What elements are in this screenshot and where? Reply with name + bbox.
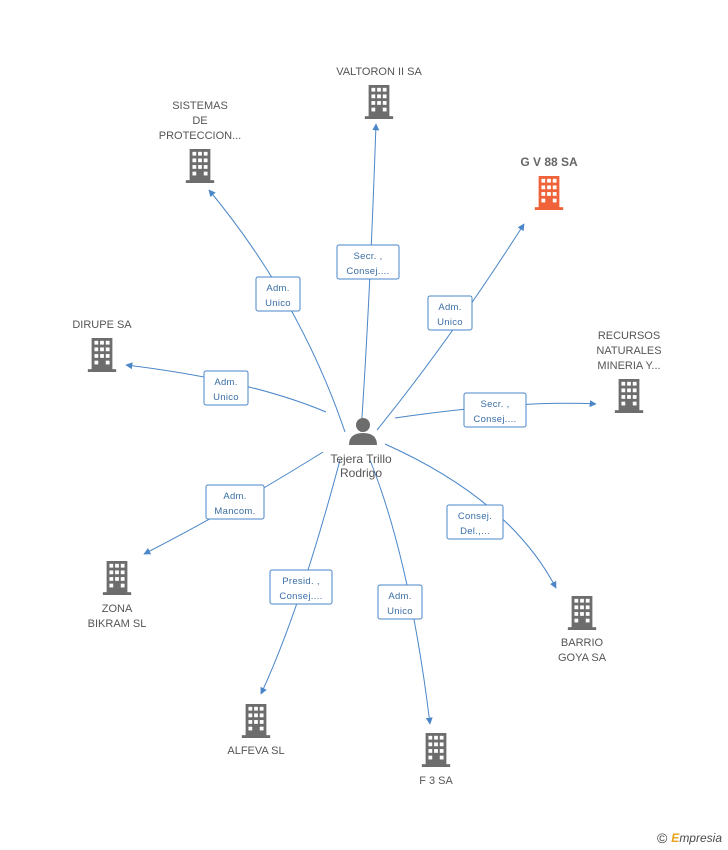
company-label-barrio-0: BARRIO — [561, 637, 604, 649]
role-text-dirupe-1: Unico — [213, 392, 239, 403]
building-icon — [534, 176, 564, 210]
company-node-dirupe[interactable]: DIRUPE SA — [72, 319, 132, 372]
company-label-alfeva-0: ALFEVA SL — [227, 745, 284, 757]
role-text-zona-0: Adm. — [223, 491, 246, 502]
role-text-valtoron-0: Secr. , — [353, 251, 382, 262]
building-icon — [241, 704, 271, 738]
brand-logo: Empresia — [671, 831, 722, 845]
role-box-frame — [377, 584, 423, 620]
role-box-sistemas[interactable]: Adm. Unico — [255, 276, 301, 312]
role-text-f3-1: Unico — [387, 606, 413, 617]
company-node-valtoron[interactable]: VALTORON II SA — [336, 66, 422, 119]
role-text-sistemas-0: Adm. — [266, 283, 289, 294]
role-text-alfeva-1: Consej.... — [279, 591, 322, 602]
role-text-recursos-1: Consej.... — [473, 414, 516, 425]
building-icon — [102, 561, 132, 595]
role-box-frame — [269, 569, 333, 605]
company-node-zona[interactable]: ZONA BIKRAM SL — [88, 561, 147, 630]
role-box-f3[interactable]: Adm. Unico — [377, 584, 423, 620]
role-box-recursos[interactable]: Secr. , Consej.... — [463, 392, 527, 428]
role-text-alfeva-0: Presid. , — [282, 576, 320, 587]
building-icon — [87, 338, 117, 372]
role-box-frame — [463, 392, 527, 428]
copyright-symbol: © — [656, 830, 668, 846]
building-icon — [185, 149, 215, 183]
edge-gv88 — [376, 223, 525, 431]
role-box-barrio[interactable]: Consej. Del.,... — [446, 504, 504, 540]
person-name-line1: Tejera Trillo — [330, 452, 392, 466]
role-text-dirupe-0: Adm. — [214, 377, 237, 388]
role-box-frame — [205, 484, 265, 520]
role-box-zona[interactable]: Adm. Mancom. — [205, 484, 265, 520]
role-box-frame — [203, 370, 249, 406]
role-box-frame — [446, 504, 504, 540]
role-box-alfeva[interactable]: Presid. , Consej.... — [269, 569, 333, 605]
company-label-sistemas-0: SISTEMAS — [172, 100, 228, 112]
role-text-barrio-1: Del.,... — [460, 526, 490, 537]
role-box-frame — [255, 276, 301, 312]
person-icon — [349, 418, 377, 445]
role-text-f3-0: Adm. — [388, 591, 411, 602]
company-label-barrio-1: GOYA SA — [558, 652, 607, 664]
company-label-recursos-1: NATURALES — [596, 345, 661, 357]
brand-name: mpresia — [679, 831, 722, 845]
role-box-frame — [427, 295, 473, 331]
person-name-line2: Rodrigo — [340, 466, 382, 480]
building-icon — [421, 733, 451, 767]
company-node-sistemas[interactable]: SISTEMAS DE PROTECCION... — [159, 100, 242, 183]
building-icon — [567, 596, 597, 630]
company-node-recursos[interactable]: RECURSOS NATURALES MINERIA Y... — [596, 330, 662, 413]
role-text-recursos-0: Secr. , — [480, 399, 509, 410]
role-text-gv88-0: Adm. — [438, 302, 461, 313]
company-label-zona-0: ZONA — [102, 603, 133, 615]
footer-brand: © Empresia — [657, 830, 722, 846]
role-box-valtoron[interactable]: Secr. , Consej.... — [336, 244, 400, 280]
role-box-gv88[interactable]: Adm. Unico — [427, 295, 473, 331]
role-box-dirupe[interactable]: Adm. Unico — [203, 370, 249, 406]
company-node-barrio[interactable]: BARRIO GOYA SA — [558, 596, 607, 664]
company-label-gv88-0: G V 88 SA — [520, 155, 578, 169]
building-icon — [364, 85, 394, 119]
edge-f3 — [369, 459, 433, 725]
company-label-sistemas-2: PROTECCION... — [159, 130, 242, 142]
company-node-alfeva[interactable]: ALFEVA SL — [227, 704, 285, 757]
role-text-sistemas-1: Unico — [265, 298, 291, 309]
company-label-zona-1: BIKRAM SL — [88, 618, 147, 630]
edge-valtoron — [360, 123, 380, 433]
role-text-gv88-1: Unico — [437, 317, 463, 328]
company-label-sistemas-1: DE — [192, 115, 207, 127]
person-node[interactable]: Tejera Trillo Rodrigo — [330, 418, 392, 480]
company-label-recursos-2: MINERIA Y... — [597, 360, 660, 372]
building-icon — [614, 379, 644, 413]
company-label-recursos-0: RECURSOS — [598, 330, 660, 342]
company-label-dirupe-0: DIRUPE SA — [72, 319, 132, 331]
role-text-barrio-0: Consej. — [458, 511, 492, 522]
company-node-gv88[interactable]: G V 88 SA — [520, 155, 578, 210]
role-box-frame — [336, 244, 400, 280]
role-text-valtoron-1: Consej.... — [346, 266, 389, 277]
company-node-f3[interactable]: F 3 SA — [419, 733, 453, 787]
company-nodes: VALTORON II SA SISTEMAS DE PROTECCION... G V… — [72, 66, 661, 787]
company-label-f3-0: F 3 SA — [419, 775, 453, 787]
role-text-zona-1: Mancom. — [214, 506, 255, 517]
company-label-valtoron-0: VALTORON II SA — [336, 66, 422, 78]
brand-initial: E — [671, 831, 680, 845]
